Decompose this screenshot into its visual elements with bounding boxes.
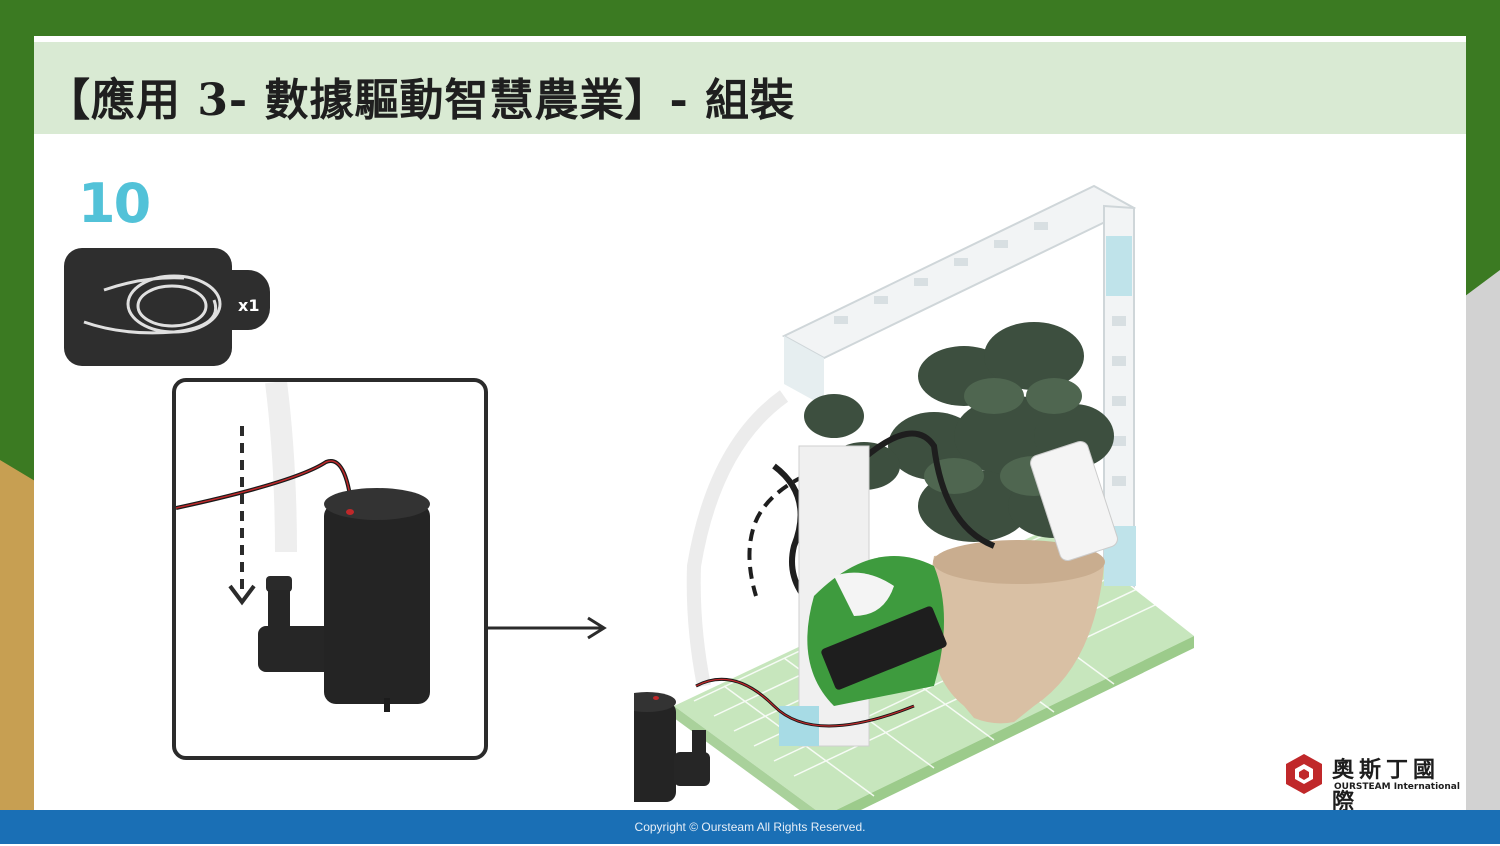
- step-number: 10: [78, 172, 151, 235]
- part-quantity: x1: [238, 296, 260, 315]
- arrow-right-icon: [484, 616, 607, 640]
- copyright-text: Copyright © Oursteam All Rights Reserved…: [634, 820, 866, 834]
- footer-bar: Copyright © Oursteam All Rights Reserved…: [0, 810, 1500, 844]
- garden-assembly-illustration: [634, 184, 1194, 828]
- part-card-tab: [222, 270, 270, 330]
- slide: 【應用 3- 數據驅動智慧農業】- 組裝 10 x1: [34, 36, 1466, 828]
- title-band: 【應用 3- 數據驅動智慧農業】- 組裝: [34, 42, 1466, 134]
- brand-logo: 奧斯丁國際 OURSTEAM International: [1282, 750, 1462, 815]
- part-card: [64, 248, 232, 366]
- tube-coil-icon: [83, 274, 222, 335]
- logo-name-cn: 奧斯丁國際: [1332, 758, 1441, 815]
- logo-name-en: OURSTEAM International: [1334, 782, 1460, 792]
- cube-logo-icon: [1286, 754, 1322, 794]
- page-title: 【應用 3- 數據驅動智慧農業】- 組裝: [46, 75, 796, 126]
- pump-detail-illustration: [176, 382, 430, 712]
- detail-callout: [172, 378, 488, 760]
